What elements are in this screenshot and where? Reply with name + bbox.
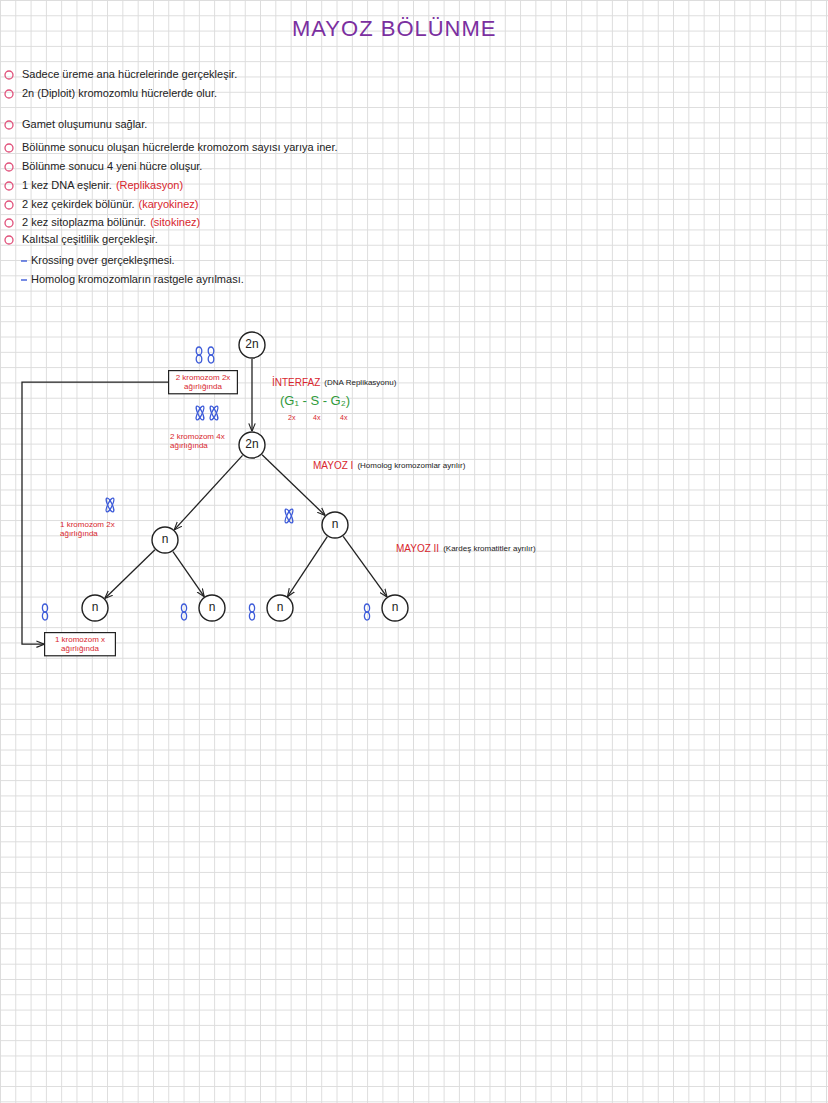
note-text: 2 kez sitoplazma bölünür. xyxy=(22,216,146,229)
connector-arrow xyxy=(251,359,252,431)
circle-outline xyxy=(82,595,108,621)
cell-circle: n xyxy=(81,594,109,622)
cell-circle: n xyxy=(266,594,294,622)
bullet-dot xyxy=(5,90,13,98)
connector-arrow xyxy=(174,455,242,529)
box-outline xyxy=(169,371,238,394)
note-text: (karyokinez) xyxy=(139,198,199,211)
note-text: Homolog kromozomların rastgele ayrılması… xyxy=(31,273,244,286)
diagram-label: (Homolog kromozomlar ayrılır) xyxy=(357,461,465,470)
diagram-label: (Kardeş kromatitler ayrılır) xyxy=(443,544,535,553)
cell-circle: 2n xyxy=(238,431,266,459)
diagram-label: 4x xyxy=(313,414,320,422)
diagram-label: 4x xyxy=(340,414,347,422)
note-box: 2 kromozom 2x ağırlığında xyxy=(168,370,238,394)
chromatid xyxy=(364,604,369,620)
ploidy-label: 2n xyxy=(245,438,258,452)
diagram-label: 1 kromozom 2x ağırlığında xyxy=(60,520,122,538)
chromosome-x xyxy=(105,497,115,512)
page-title: MAYOZ BÖLÜNME xyxy=(292,16,497,41)
ploidy-label: n xyxy=(332,518,339,532)
diagram-label: 2x xyxy=(288,414,295,422)
bullet-dot xyxy=(5,121,13,129)
note-text: Kalıtsal çeşitlilik gerçekleşir. xyxy=(22,233,158,246)
diagram-label: (DNA Replikasyonu) xyxy=(324,378,396,387)
bullet-dot xyxy=(5,182,13,190)
diagram-label: MAYOZ I xyxy=(313,460,353,472)
note-text: 2 kromozom 2x ağırlığında xyxy=(172,373,234,391)
chromosome-single xyxy=(196,347,202,363)
connector-arrow xyxy=(288,537,328,597)
bullet-dot xyxy=(5,201,13,209)
dash-mark xyxy=(21,279,27,280)
ploidy-label: n xyxy=(92,601,99,615)
note-text: Gamet oluşumunu sağlar. xyxy=(22,118,147,131)
chromosome-x xyxy=(209,405,219,420)
ploidy-label: n xyxy=(209,601,216,615)
diagram-label: 2 kromozom 4x ağırlığında xyxy=(170,432,230,450)
bullet-dot xyxy=(5,144,13,152)
note-text: Krossing over gerçekleşmesi. xyxy=(31,254,175,267)
ploidy-label: n xyxy=(277,601,284,615)
chromosome-x xyxy=(284,508,294,523)
circle-outline xyxy=(152,527,178,553)
cell-circle: n xyxy=(321,511,349,539)
ploidy-label: n xyxy=(392,601,399,615)
chromosome-x xyxy=(195,405,205,420)
box-outline xyxy=(45,633,116,656)
note-text: 1 kromozom x ağırlığında xyxy=(48,635,112,653)
chromatid xyxy=(181,604,186,620)
note-text: Bölünme sonucu oluşan hücrelerde kromozo… xyxy=(22,141,338,154)
cell-circle: 2n xyxy=(238,331,266,359)
circle-outline xyxy=(239,332,265,358)
note-text: Bölünme sonucu 4 yeni hücre oluşur. xyxy=(22,160,202,173)
bullet-dots xyxy=(5,71,13,244)
dash-mark xyxy=(21,260,27,261)
note-text: 2n (Diploit) kromozomlu hücrelerde olur. xyxy=(22,87,217,100)
cell-circle: n xyxy=(151,526,179,554)
bullet-dot xyxy=(5,236,13,244)
note-text: (sitokinez) xyxy=(150,216,200,229)
cell-circle: n xyxy=(198,594,226,622)
connector-arrow xyxy=(22,382,168,644)
dash-marks xyxy=(21,261,27,280)
circle-outline xyxy=(322,512,348,538)
chromosomes xyxy=(42,347,369,620)
connector-arrow xyxy=(343,536,387,596)
circle-outline xyxy=(239,432,265,458)
bullet-dot xyxy=(5,71,13,79)
connector-arrow xyxy=(105,550,155,598)
note-box: 1 kromozom x ağırlığında xyxy=(44,632,116,656)
note-text: 2 kez çekirdek bölünür. xyxy=(22,198,135,211)
connector-arrow xyxy=(173,552,204,597)
diagram-label: İNTERFAZ xyxy=(272,377,320,389)
bullet-dot xyxy=(5,219,13,227)
note-text: 1 kez DNA eşlenir. xyxy=(22,179,112,192)
cell-circle: n xyxy=(381,594,409,622)
circle-outline xyxy=(382,595,408,621)
ploidy-label: 2n xyxy=(245,338,258,352)
ploidy-label: n xyxy=(162,533,169,547)
note-text: Sadece üreme ana hücrelerinde gerçekleşi… xyxy=(22,68,237,81)
circle-outline xyxy=(267,595,293,621)
diagram-label: MAYOZ II xyxy=(396,543,439,555)
chromatid xyxy=(42,604,47,620)
chromatid xyxy=(249,604,254,620)
bullet-dot xyxy=(5,163,13,171)
diagram-label: (G₁ - S - G₂) xyxy=(280,394,350,409)
circle-outline xyxy=(199,595,225,621)
note-text: (Replikasyon) xyxy=(116,179,183,192)
chromosome-single xyxy=(208,347,214,363)
